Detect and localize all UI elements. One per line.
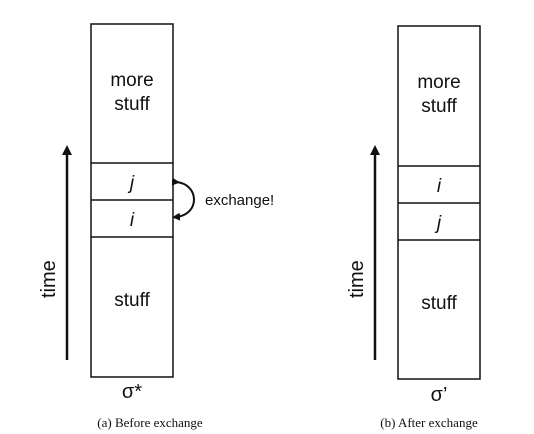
top-block-line1: more: [110, 70, 153, 91]
panel-after: time more stuff i j stuff σ’ (b) After e…: [346, 25, 481, 430]
time-label: time: [38, 260, 60, 298]
schedule-symbol: σ*: [122, 381, 142, 403]
bottom-block-label: stuff: [114, 290, 150, 311]
top-block-line2: stuff: [114, 94, 150, 115]
panel-before: time more stuff j i stuff exchange! σ* (…: [38, 23, 274, 430]
caption-before: (a) Before exchange: [97, 415, 203, 430]
top-block-line2: stuff: [421, 96, 457, 117]
lower-slot-label: j: [434, 213, 442, 234]
caption-after: (b) After exchange: [380, 415, 478, 430]
upper-slot-label: j: [127, 173, 135, 194]
upper-slot-label: i: [437, 176, 442, 197]
schedule-symbol: σ’: [431, 384, 448, 406]
top-block-line1: more: [417, 72, 460, 93]
exchange-annotation: exchange!: [205, 192, 274, 209]
lower-slot-label: i: [130, 210, 135, 231]
time-label: time: [346, 260, 368, 298]
exchange-arrow: [171, 177, 195, 221]
bottom-block-label: stuff: [421, 293, 457, 314]
